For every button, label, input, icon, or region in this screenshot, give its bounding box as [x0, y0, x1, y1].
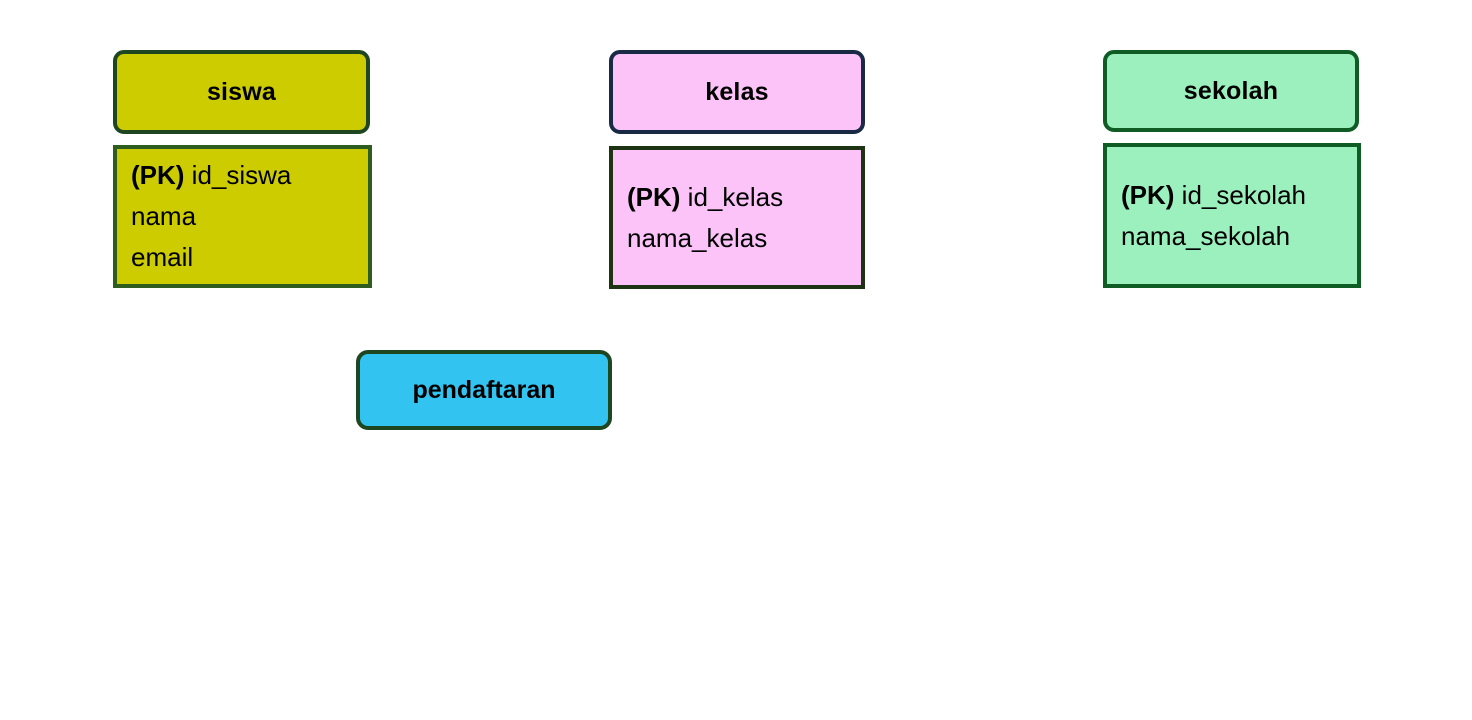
attribute-row: nama	[117, 196, 368, 237]
attribute-row: (PK) id_sekolah	[1107, 175, 1357, 216]
entity-kelas-header[interactable]: kelas	[609, 50, 865, 134]
entity-siswa-attributes[interactable]: (PK) id_siswa nama email	[113, 145, 372, 288]
entity-siswa-header[interactable]: siswa	[113, 50, 370, 134]
entity-kelas[interactable]: kelas (PK) id_kelas nama_kelas	[609, 50, 865, 289]
attribute-key: (PK)	[1121, 179, 1182, 210]
attribute-name: id_sekolah	[1181, 179, 1306, 210]
attribute-row: nama_sekolah	[1107, 216, 1357, 257]
entity-sekolah[interactable]: sekolah (PK) id_sekolah nama_sekolah	[1103, 50, 1361, 288]
attribute-row: (PK) id_siswa	[117, 155, 368, 196]
attribute-key: (PK)	[627, 181, 688, 212]
entity-sekolah-header[interactable]: sekolah	[1103, 50, 1359, 132]
entity-kelas-title: kelas	[705, 77, 769, 106]
relationship-pendaftaran[interactable]: pendaftaran	[356, 350, 612, 430]
entity-sekolah-attributes[interactable]: (PK) id_sekolah nama_sekolah	[1103, 143, 1361, 288]
attribute-name: nama_sekolah	[1121, 220, 1291, 251]
entity-sekolah-title: sekolah	[1183, 76, 1279, 105]
attribute-name: id_siswa	[191, 160, 292, 190]
attribute-row: email	[117, 237, 368, 278]
entity-siswa-title: siswa	[206, 77, 277, 106]
attribute-name: nama_kelas	[627, 222, 768, 253]
attribute-name: id_kelas	[687, 181, 784, 212]
relationship-pendaftaran-label: pendaftaran	[412, 375, 556, 404]
attribute-name: nama	[131, 201, 197, 231]
entity-kelas-attributes[interactable]: (PK) id_kelas nama_kelas	[609, 146, 865, 289]
attribute-row: (PK) id_kelas	[613, 177, 861, 218]
entity-siswa[interactable]: siswa (PK) id_siswa nama email	[113, 50, 372, 288]
attribute-key: (PK)	[131, 160, 192, 190]
attribute-row: nama_kelas	[613, 218, 861, 259]
attribute-name: email	[131, 242, 194, 272]
